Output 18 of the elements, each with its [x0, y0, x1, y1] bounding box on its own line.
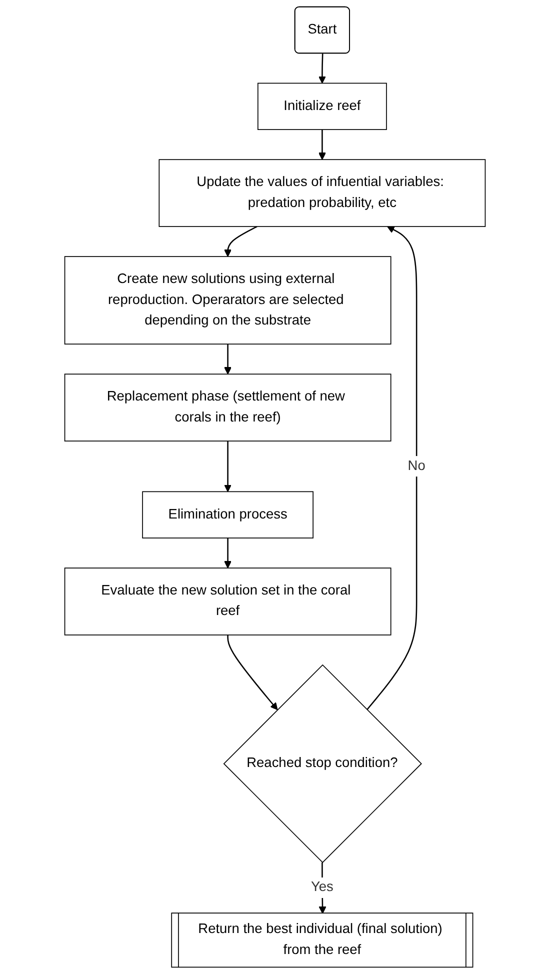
- node-box: Elimination process: [142, 491, 314, 538]
- arrow: [227, 634, 278, 710]
- node-box: Replacement phase (settlement of new corals in the reef): [64, 374, 392, 442]
- arrow: [318, 862, 326, 914]
- arrow: [318, 54, 326, 84]
- arrow: [224, 344, 232, 374]
- arrow: [224, 226, 258, 257]
- edge-label: Yes: [310, 880, 334, 895]
- arrow: [366, 226, 418, 710]
- arrow: [224, 441, 232, 492]
- node-diamond: Reached stop condition?: [223, 664, 422, 864]
- node-box: Create new solutions using external reproduction. Operarators are selected depending on the substrate: [64, 256, 392, 344]
- node-box: Initialize reef: [257, 82, 387, 130]
- node-box: Evaluate the new solution set in the coral reef: [64, 568, 392, 636]
- node-box: Update the values of infuential variables: predation probability, etc: [158, 159, 486, 227]
- arrow: [318, 130, 326, 160]
- edge-label: No: [408, 458, 426, 474]
- arrow: [224, 538, 232, 568]
